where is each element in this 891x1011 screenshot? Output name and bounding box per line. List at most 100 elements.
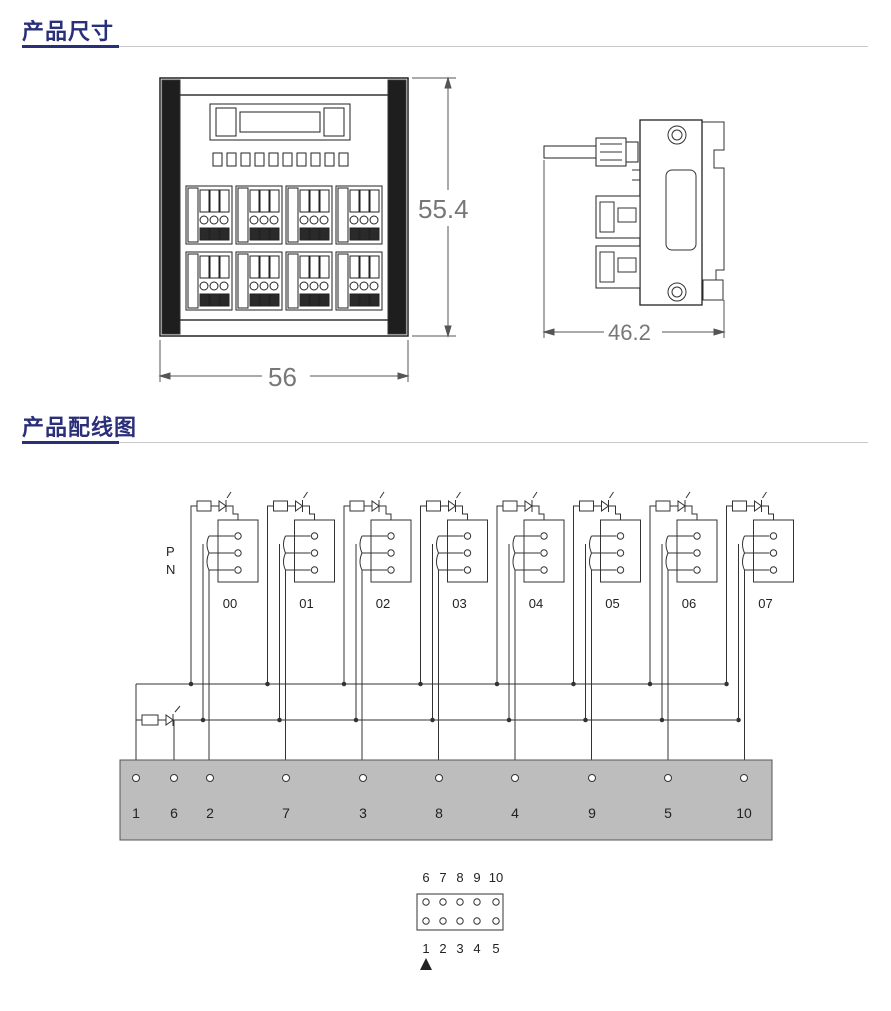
terminal-pin [664,774,672,782]
channel-label: 00 [223,596,237,611]
section-divider [22,46,868,47]
front-led-window [212,152,223,167]
dimension-height-label: 55.4 [418,194,469,224]
terminal-label: 1 [132,805,140,821]
rail-label-p: P [166,544,175,559]
channel-label: 07 [758,596,772,611]
channel-led-icon [295,500,304,512]
header-bottom-label: 1 [422,941,429,956]
front-led-window [324,152,335,167]
section-wiring-title: 产品配线图 [22,416,138,441]
header-bottom-label: 5 [492,941,499,956]
terminal-pin [282,774,290,782]
dimension-depth [542,160,726,338]
front-view-drawing [159,77,409,337]
channel-led-icon [524,500,533,512]
wiring-channel-07: 07 [724,491,794,762]
front-led-window [254,152,265,167]
section-dimensions-header: 产品尺寸 [0,0,891,50]
header-top-label: 6 [422,870,429,885]
terminal-label: 10 [736,805,752,821]
channel-label: 02 [376,596,390,611]
front-led-window [310,152,321,167]
header-bottom-label: 2 [439,941,446,956]
channel-led-icon [218,500,227,512]
channel-led-icon [754,500,763,512]
header-top-label: 8 [456,870,463,885]
terminal-label: 5 [664,805,672,821]
channel-label: 03 [452,596,466,611]
terminal-pin [740,774,748,782]
header-pin [473,917,481,925]
wiring-channel-03: 03 [418,491,488,762]
channel-label: 06 [682,596,696,611]
pin1-marker-icon [420,958,432,970]
front-terminal-plug [285,251,333,311]
terminal-label: 2 [206,805,214,821]
wiring-channel-06: 06 [647,491,718,762]
front-terminal-plug [235,251,283,311]
terminal-pin [588,774,596,782]
section-divider-accent [22,441,119,444]
header-pin [492,898,500,906]
wiring-channel-01: 01 [265,491,335,762]
front-terminal-plug [235,185,283,245]
front-led-window [226,152,237,167]
header-pin [439,898,447,906]
front-terminal-plug [185,251,233,311]
wiring-channel-04: 04 [494,491,565,762]
header-pin [422,917,430,925]
terminal-pin [359,774,367,782]
channel-label: 01 [299,596,313,611]
front-terminal-plug [185,185,233,245]
rail-label-n: N [166,562,175,577]
wiring-diagram [135,683,736,762]
front-terminal-plug [335,251,383,311]
front-terminal-plug [335,185,383,245]
front-terminal-blocks [185,185,383,311]
wiring-channel-05: 05 [571,491,641,762]
terminal-pin [170,774,178,782]
section-divider [22,442,868,443]
terminal-label: 3 [359,805,367,821]
side-view-body [639,119,703,306]
side-view-drawing [543,119,725,306]
front-view-right-rail [387,79,407,335]
front-led-row [212,152,349,167]
wiring-channel-02: 02 [341,491,412,762]
header-pin [422,898,430,906]
channel-led-icon [677,500,686,512]
terminal-pin [435,774,443,782]
channel-label: 04 [529,596,543,611]
dimension-height [412,76,456,338]
power-led-icon [165,714,174,726]
terminal-pin [132,774,140,782]
header-top-label: 10 [489,870,503,885]
channel-led-icon [601,500,610,512]
terminal-label: 6 [170,805,178,821]
header-bottom-label: 4 [473,941,480,956]
header-top-label: 9 [473,870,480,885]
header-pin [456,898,464,906]
front-led-window [282,152,293,167]
section-divider-accent [22,45,119,48]
terminal-pin [511,774,519,782]
front-header-connector [209,103,351,141]
front-view-left-rail [161,79,181,335]
header-pin [492,917,500,925]
front-led-window [240,152,251,167]
channel-led-icon [371,500,380,512]
header-pin [456,917,464,925]
terminal-label: 7 [282,805,290,821]
terminal-label: 9 [588,805,596,821]
header-bottom-label: 3 [456,941,463,956]
channel-label: 05 [605,596,619,611]
front-led-window [338,152,349,167]
section-dimensions-title: 产品尺寸 [22,20,115,45]
header-pin [439,917,447,925]
channel-led-icon [448,500,457,512]
wiring-channels: 00 01 02 03 04 05 06 07 [188,491,794,762]
terminal-pin [206,774,214,782]
